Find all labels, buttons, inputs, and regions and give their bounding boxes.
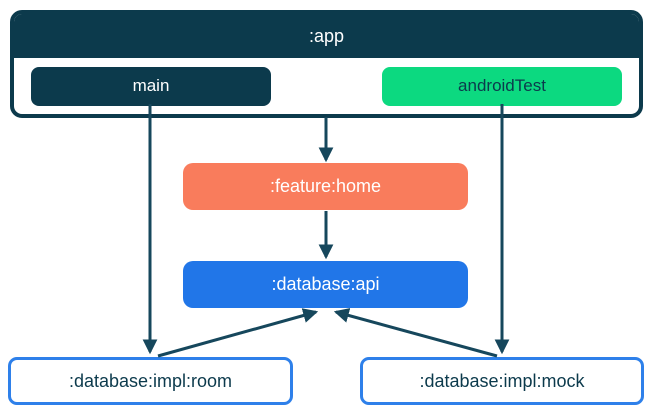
node-feature-home-label: :feature:home [269,176,382,196]
node-database-impl-room-label: :database:impl:room [68,370,233,391]
node-main-label: main [132,76,170,95]
node-main-source-set: main [31,66,271,106]
node-database-impl-mock-label: :database:impl:mock [419,370,585,391]
node-database-api: :database:api [183,261,468,308]
node-app-body: main androidTest [14,58,639,114]
node-androidtest-label: androidTest [458,76,546,95]
node-app-header: :app [14,14,639,58]
node-database-impl-room: :database:impl:room [8,357,293,405]
node-app: :app main androidTest [10,10,643,118]
edge-database-impl-room-to-database-api [157,308,319,358]
edge-database-impl-mock-to-database-api [333,308,498,358]
node-feature-home: :feature:home [183,163,468,210]
node-app-label: :app [308,25,345,46]
node-database-impl-mock: :database:impl:mock [360,357,644,405]
node-androidtest-source-set: androidTest [382,66,622,106]
node-database-api-label: :database:api [271,274,380,294]
